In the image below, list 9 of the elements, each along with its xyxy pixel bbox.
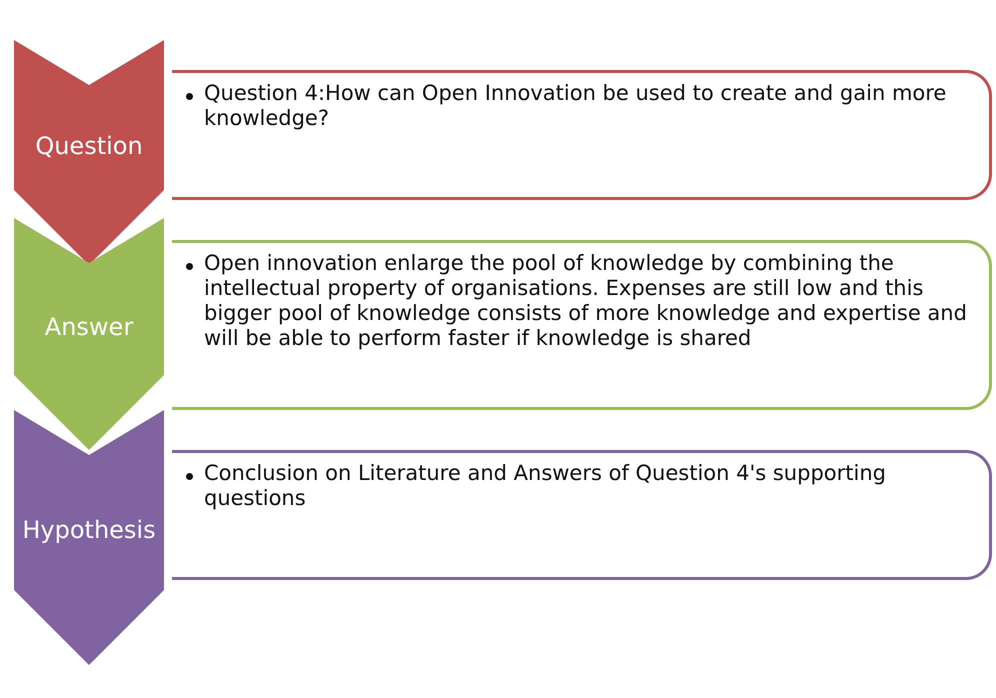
text-panel: [172, 70, 992, 200]
step-label: Answer: [44, 313, 134, 342]
bullet-text: Question 4:How can Open Innovation be used to create and gain more knowledge?: [204, 81, 948, 131]
text-panel: [172, 240, 992, 410]
bullet-text: Conclusion on Literature and Answers of Question 4's supporting questions: [204, 461, 887, 511]
step-label: Question: [34, 132, 144, 160]
step-label: Hypothesis: [21, 516, 157, 544]
text-panel: [172, 450, 992, 580]
bullet-text: Open innovation enlarge the pool of knowledge by combining the intellectual property of organisations. Expenses are still low and this bigger pool of knowledge consists of more knowledge and expertise and will be able to perform faster if knowledge is shared: [204, 251, 968, 351]
